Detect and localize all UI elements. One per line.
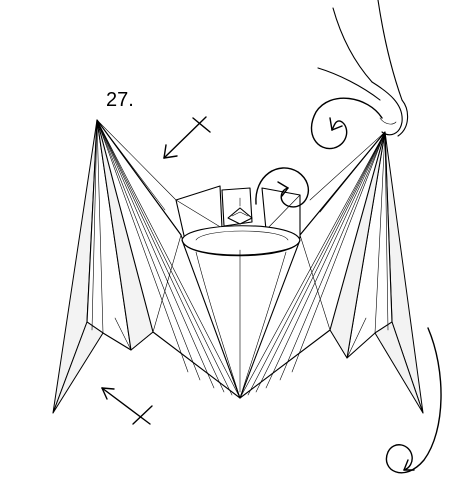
push-arrow-icon [102,388,152,424]
curl-arrow-icon [311,98,382,148]
step-number-label: 27. [106,89,134,111]
push-arrow-icon [164,117,210,158]
hand-icon [318,0,408,136]
